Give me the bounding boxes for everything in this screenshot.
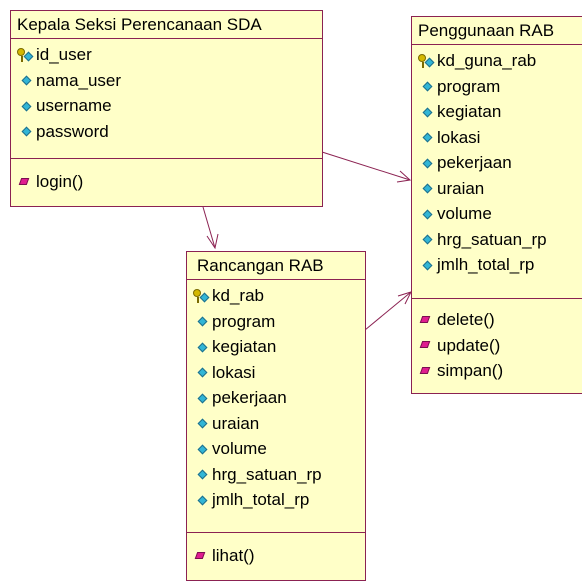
attribute-label: id_user: [36, 45, 92, 64]
attribute-row: uraian: [412, 176, 582, 202]
attribute-row: pekerjaan: [187, 385, 365, 411]
operation-label: login(): [36, 172, 84, 191]
attribute-row: kegiatan: [412, 99, 582, 125]
attribute-icon: [418, 207, 436, 221]
attribute-row: nama_user: [11, 68, 322, 94]
attribute-icon: [193, 391, 211, 405]
operation-label: lihat(): [212, 546, 255, 565]
attribute-label: lokasi: [437, 127, 481, 147]
attribute-label: volume: [437, 204, 492, 223]
attribute-row: jmlh_total_rp: [187, 487, 365, 513]
attribute-row: pekerjaan: [412, 150, 582, 176]
attribute-icon: [418, 232, 436, 246]
attribute-icon: [418, 156, 436, 170]
attribute-label: lokasi: [212, 362, 256, 382]
attribute-icon: [418, 258, 436, 272]
attributes-compartment: kd_guna_rab program kegiatan lokasi peke…: [412, 45, 582, 299]
operation-row: simpan(): [412, 358, 582, 384]
attribute-icon: [193, 365, 211, 379]
assoc-kepala-to-penggunaan: [321, 151, 411, 181]
attribute-label: username: [36, 96, 112, 115]
attribute-label: jmlh_total_rp: [437, 255, 535, 274]
attribute-label: kegiatan: [437, 102, 502, 121]
attribute-icon: [193, 442, 211, 456]
attribute-row: hrg_satuan_rp: [187, 462, 365, 488]
attribute-row: hrg_satuan_rp: [412, 227, 582, 253]
attribute-label: kd_rab: [212, 286, 264, 305]
operations-compartment: lihat(): [187, 533, 365, 577]
class-rancangan-rab[interactable]: Rancangan RAB kd_rab program kegiatan lo…: [186, 251, 366, 581]
attribute-row: uraian: [187, 411, 365, 437]
attribute-row: program: [187, 309, 365, 335]
attribute-icon: [193, 493, 211, 507]
class-penggunaan-rab[interactable]: Penggunaan RAB kd_guna_rab program kegia…: [411, 16, 582, 394]
attribute-icon: [193, 467, 211, 481]
operation-row: delete(): [412, 307, 582, 333]
operation-label: simpan(): [437, 361, 504, 380]
class-title: Penggunaan RAB: [412, 17, 582, 45]
operation-row: login(): [11, 169, 322, 195]
attribute-label: jmlh_total_rp: [212, 490, 310, 509]
attribute-icon: [17, 99, 35, 113]
operation-icon: [418, 364, 436, 378]
operation-icon: [193, 549, 211, 563]
attribute-label: kd_guna_rab: [437, 51, 537, 70]
attribute-row: jmlh_total_rp: [412, 252, 582, 278]
attribute-icon: [17, 124, 35, 138]
attribute-icon: [418, 79, 436, 93]
key-attribute-icon: [418, 53, 436, 68]
arrowhead-rancangan: [206, 233, 219, 250]
arrowhead-penggunaan-1: [396, 170, 412, 183]
class-title: Rancangan RAB: [187, 252, 365, 280]
attribute-row: username: [11, 93, 322, 119]
attribute-label: program: [212, 311, 276, 331]
attribute-label: hrg_satuan_rp: [212, 464, 322, 484]
attribute-label: hrg_satuan_rp: [437, 229, 547, 249]
attribute-row: kd_guna_rab: [412, 48, 582, 74]
attribute-row: volume: [412, 201, 582, 227]
key-attribute-icon: [17, 47, 35, 62]
operation-icon: [418, 338, 436, 352]
attribute-icon: [418, 130, 436, 144]
attribute-label: kegiatan: [212, 337, 277, 356]
attribute-label: nama_user: [36, 70, 122, 90]
attribute-row: kd_rab: [187, 283, 365, 309]
attribute-label: password: [36, 121, 109, 141]
class-kepala-seksi[interactable]: Kepala Seksi Perencanaan SDA id_user nam…: [10, 10, 323, 207]
attribute-row: volume: [187, 436, 365, 462]
assoc-rancangan-to-penggunaan: [364, 291, 412, 331]
operation-label: update(): [437, 335, 501, 355]
attribute-label: uraian: [212, 413, 260, 433]
attribute-label: pekerjaan: [212, 388, 287, 407]
attributes-compartment: id_user nama_user username password: [11, 39, 322, 159]
attribute-row: kegiatan: [187, 334, 365, 360]
class-title: Kepala Seksi Perencanaan SDA: [11, 11, 322, 39]
attribute-label: pekerjaan: [437, 153, 512, 172]
attribute-row: lokasi: [187, 360, 365, 386]
operations-compartment: delete() update() simpan(): [412, 299, 582, 392]
key-attribute-icon: [193, 288, 211, 303]
operation-icon: [418, 313, 436, 327]
attribute-label: volume: [212, 439, 267, 458]
attributes-compartment: kd_rab program kegiatan lokasi pekerjaan…: [187, 280, 365, 533]
attribute-label: program: [437, 76, 501, 96]
attribute-icon: [193, 314, 211, 328]
attribute-icon: [418, 105, 436, 119]
attribute-icon: [418, 181, 436, 195]
attribute-label: uraian: [437, 178, 485, 198]
operation-icon: [17, 175, 35, 189]
operations-compartment: login(): [11, 159, 322, 203]
attribute-icon: [193, 340, 211, 354]
operation-row: lihat(): [187, 543, 365, 569]
attribute-icon: [193, 416, 211, 430]
operation-row: update(): [412, 333, 582, 359]
attribute-row: id_user: [11, 42, 322, 68]
assoc-kepala-to-rancangan: [202, 206, 216, 249]
attribute-icon: [17, 73, 35, 87]
attribute-row: program: [412, 74, 582, 100]
operation-label: delete(): [437, 310, 495, 329]
attribute-row: password: [11, 119, 322, 145]
attribute-row: lokasi: [412, 125, 582, 151]
